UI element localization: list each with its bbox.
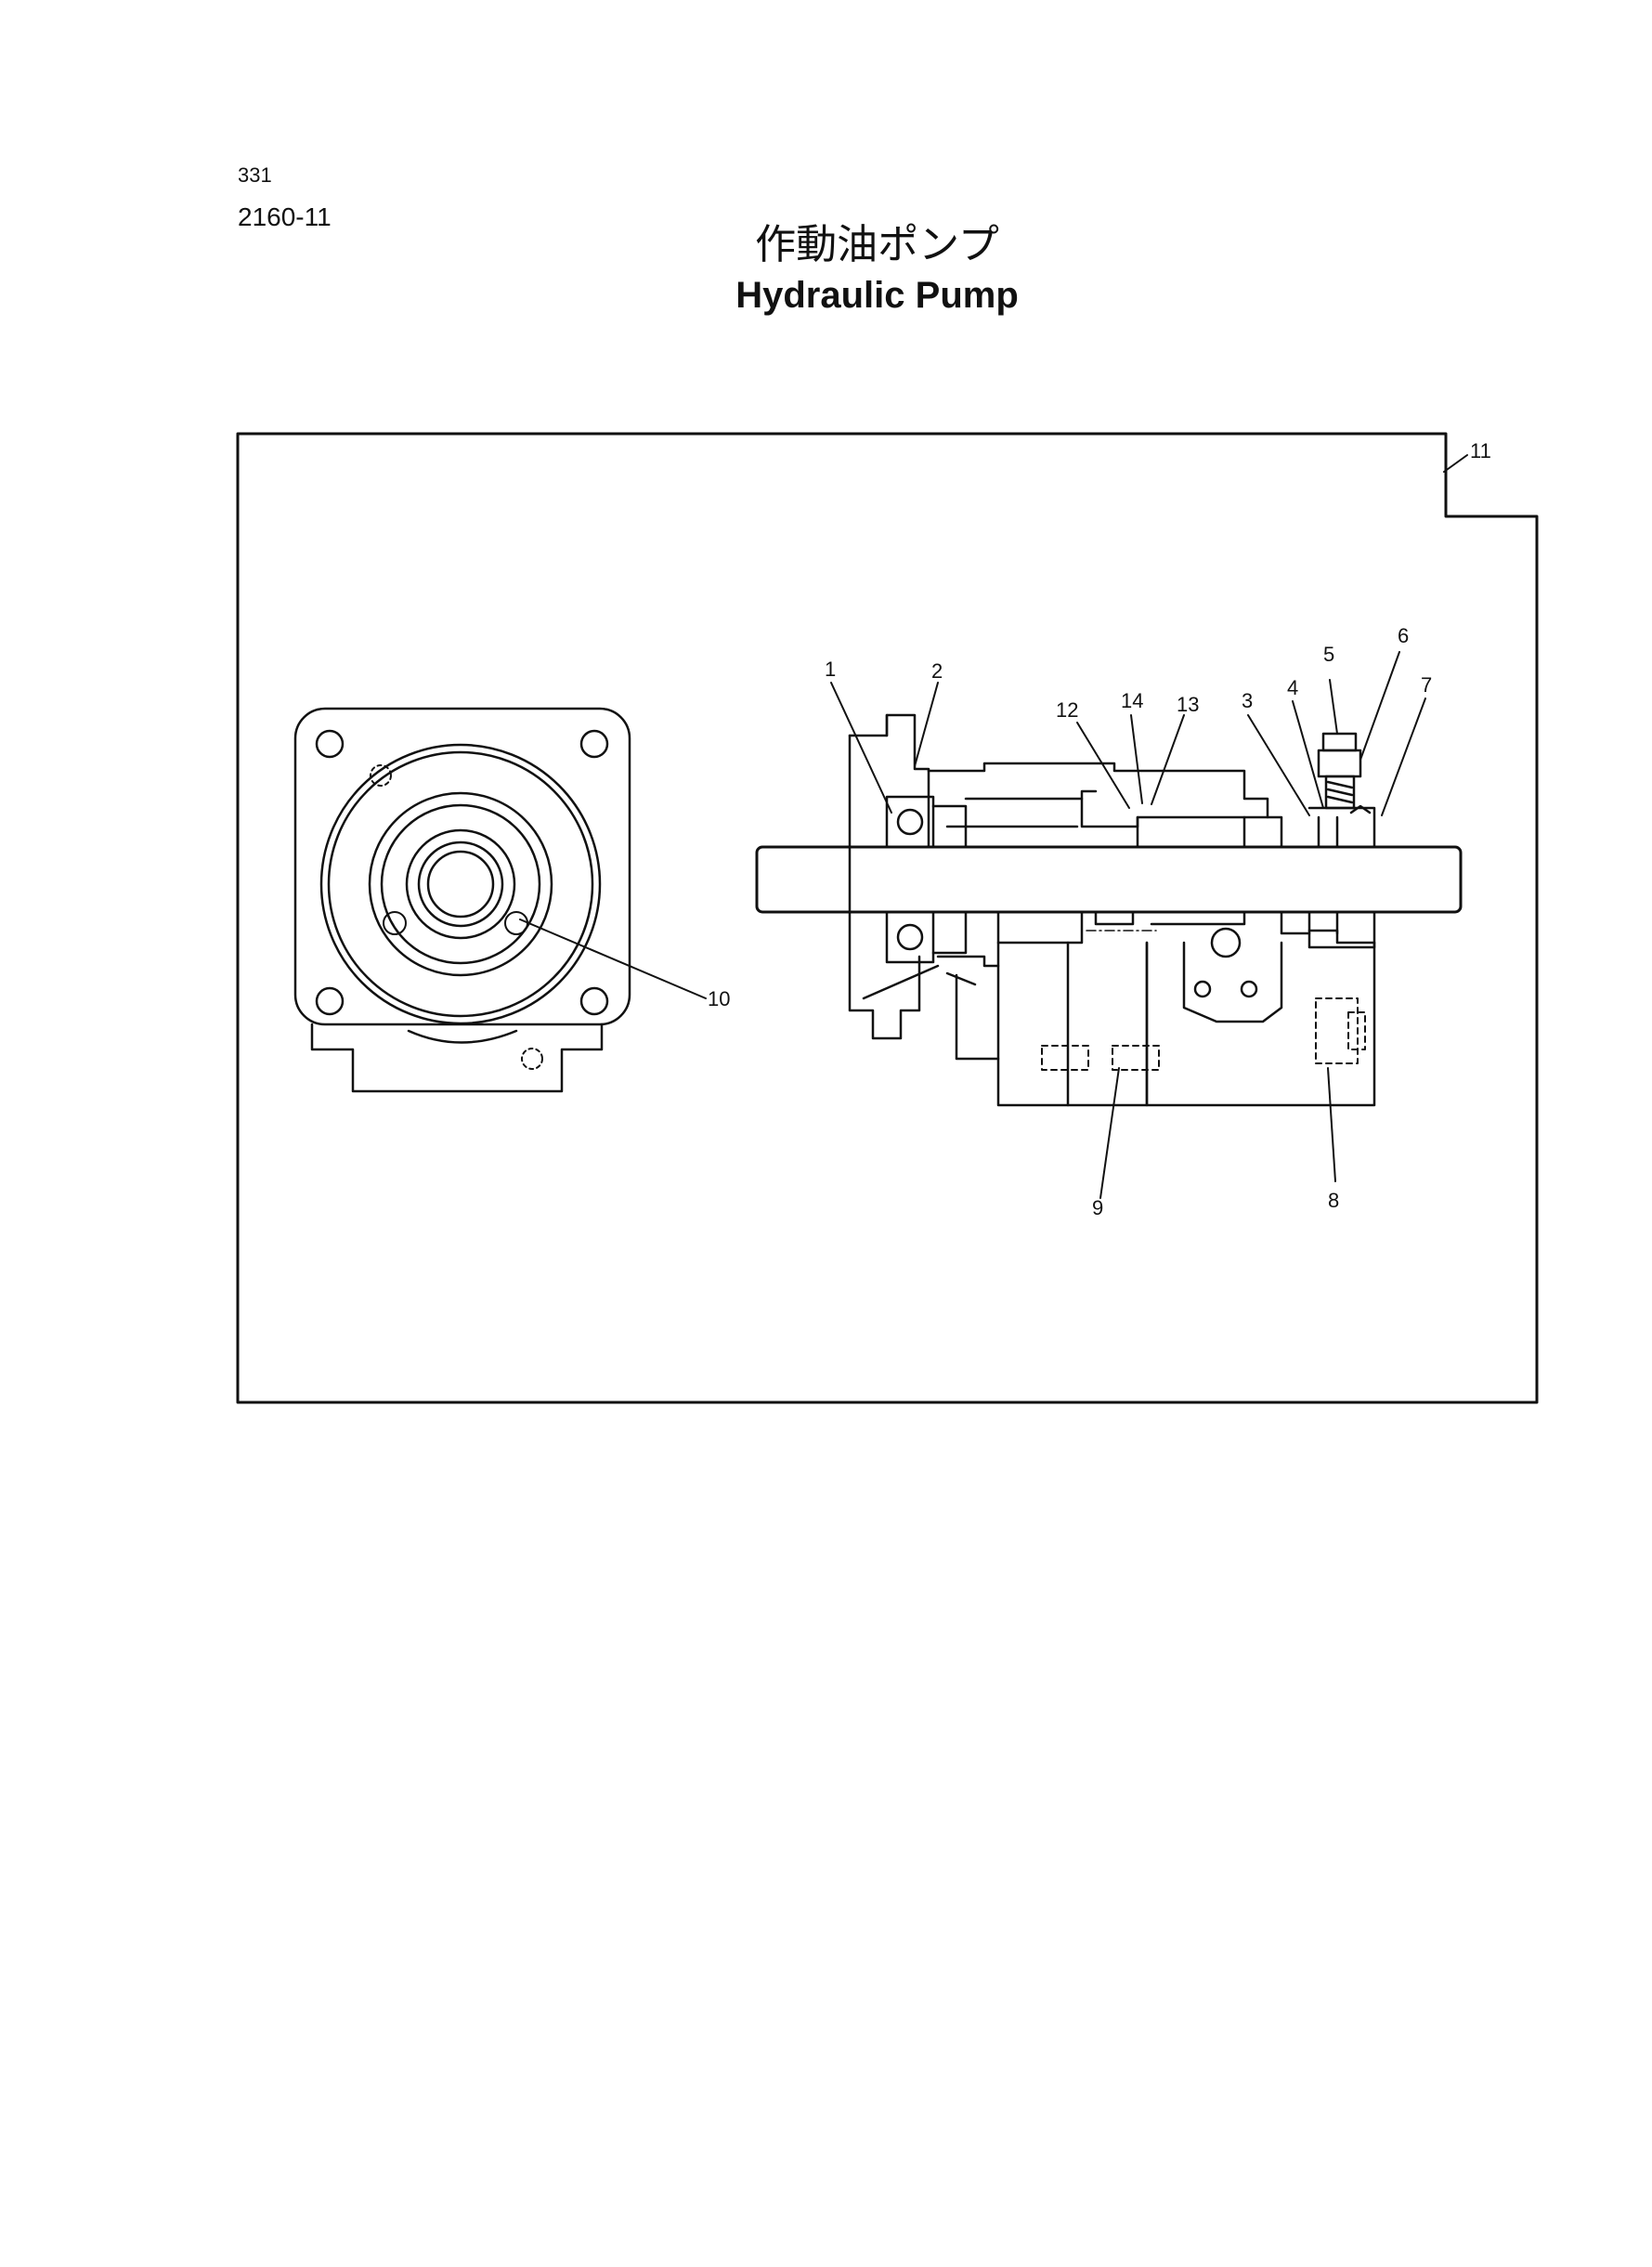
callout-3: 3 [1242, 689, 1253, 712]
callout-14: 14 [1121, 689, 1143, 712]
page-number: 331 [238, 163, 272, 187]
callout-11: 11 [1470, 439, 1491, 463]
callout-4: 4 [1287, 676, 1298, 699]
title-block: 作動油ポンプ Hydraulic Pump [0, 219, 1652, 319]
front-view [293, 707, 631, 1093]
catalog-code: 2160-11 [238, 202, 332, 231]
callout-labels: 1 2 3 4 5 6 7 8 9 10 11 12 13 14 [708, 439, 1491, 1219]
leader-lines [519, 454, 1468, 1199]
diagram-frame [236, 432, 1539, 1404]
callout-7: 7 [1421, 673, 1432, 697]
callout-8: 8 [1328, 1189, 1339, 1212]
callout-12: 12 [1056, 698, 1078, 722]
callout-6: 6 [1398, 624, 1409, 647]
callout-5: 5 [1323, 643, 1334, 666]
callout-1: 1 [825, 658, 836, 681]
callout-2: 2 [931, 659, 943, 683]
callout-10: 10 [708, 987, 730, 1010]
title-japanese: 作動油ポンプ [755, 221, 999, 268]
callout-13: 13 [1177, 693, 1199, 716]
title-english: Hydraulic Pump [735, 275, 1019, 316]
callout-9: 9 [1092, 1196, 1103, 1219]
side-view [755, 713, 1463, 1107]
